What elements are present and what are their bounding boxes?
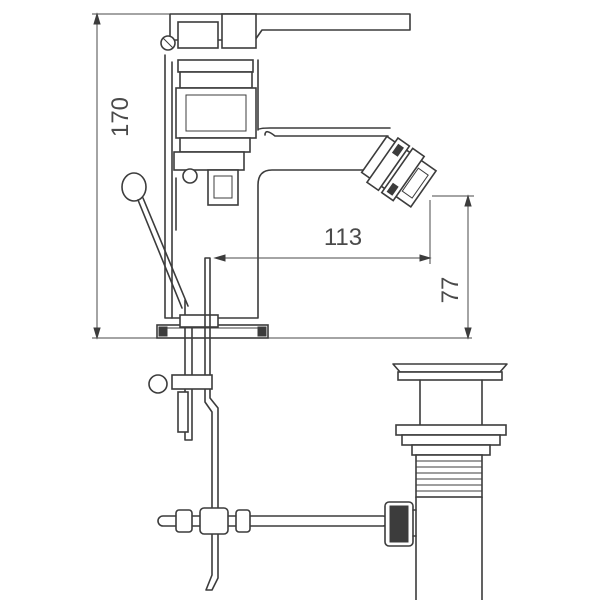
popup-drain xyxy=(392,363,508,600)
pull-rod xyxy=(157,501,414,547)
lever-handle xyxy=(160,13,411,51)
dimension-170: 170 xyxy=(92,12,170,340)
popup-lever xyxy=(121,172,219,591)
spout-nozzle xyxy=(360,135,438,208)
dimension-113-label: 113 xyxy=(324,224,362,251)
dimension-77-label: 77 xyxy=(437,277,464,304)
drain-threads xyxy=(416,460,482,492)
faucet-body xyxy=(156,54,391,339)
dimension-170-label: 170 xyxy=(107,97,134,137)
dimension-77: 77 xyxy=(432,194,474,340)
dimension-113: 113 xyxy=(213,200,432,264)
